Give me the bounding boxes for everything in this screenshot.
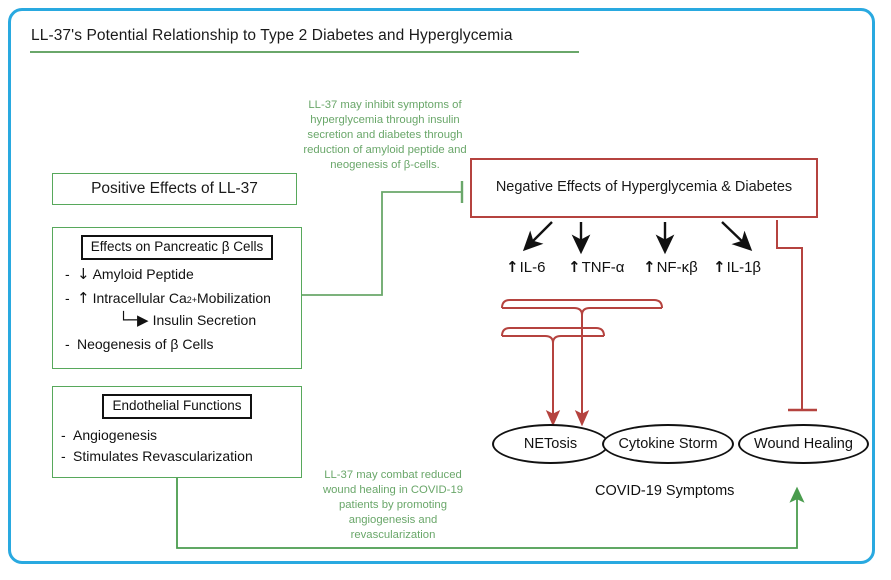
outcome-label: NETosis <box>523 436 578 452</box>
down-arrow-icon: ↓ <box>77 264 90 283</box>
up-arrow-icon: ↑ <box>77 288 90 307</box>
cytokine-il1-beta: ↑IL-1β <box>713 258 761 276</box>
covid-symptoms-caption: COVID-19 Symptoms <box>595 483 735 499</box>
list-item-label-suffix: Mobilization <box>197 289 271 306</box>
cytokine-tnf-alpha: ↑TNF-α <box>568 258 624 276</box>
endothelial-header-label: Endothelial Functions <box>102 394 252 419</box>
pancreatic-bullet-list: - ↓ Amyloid Peptide - ↑ Intracellular Ca… <box>53 264 301 351</box>
positive-effects-label: Positive Effects of LL-37 <box>91 180 258 197</box>
negative-effects-label: Negative Effects of Hyperglycemia & Diab… <box>495 179 793 196</box>
cytokine-label: IL-6 <box>519 259 546 276</box>
positive-effects-header-box: Positive Effects of LL-37 <box>52 173 297 205</box>
up-arrow-icon: ↑ <box>643 258 656 276</box>
bullet-dash: - <box>61 447 66 464</box>
up-arrow-icon: ↑ <box>713 258 726 276</box>
list-item-label: Stimulates Revascularization <box>73 447 253 464</box>
list-item-label: Neogenesis of β Cells <box>77 335 214 352</box>
list-item: - Angiogenesis <box>61 428 301 442</box>
negative-effects-box: Negative Effects of Hyperglycemia & Diab… <box>470 158 818 218</box>
cytokine-label: NF-κβ <box>656 259 698 276</box>
bullet-dash: - <box>61 426 66 443</box>
cytokine-label: IL-1β <box>726 259 762 276</box>
outcome-cytokine-storm: Cytokine Storm <box>602 424 734 464</box>
bullet-dash: - <box>65 265 70 282</box>
list-item: - Neogenesis of β Cells <box>65 337 301 351</box>
outer-frame <box>8 8 875 564</box>
outcome-netosis: NETosis <box>492 424 609 464</box>
title-underline <box>30 51 579 53</box>
page-title: LL-37's Potential Relationship to Type 2… <box>31 27 513 44</box>
endothelial-functions-box: Endothelial Functions - Angiogenesis - S… <box>52 386 302 478</box>
outcome-label: Wound Healing <box>754 436 853 452</box>
cytokine-label: TNF-α <box>581 259 625 276</box>
list-item-label: Amyloid Peptide <box>92 265 194 282</box>
bullet-dash: - <box>65 289 70 306</box>
endothelial-bullet-list: - Angiogenesis - Stimulates Revasculariz… <box>53 428 301 463</box>
list-item: - Stimulates Revascularization <box>61 449 301 463</box>
elbow-arrow-icon: └─▶ <box>119 310 149 329</box>
outcome-wound-healing: Wound Healing <box>738 424 869 464</box>
list-item: - ↓ Amyloid Peptide <box>65 264 301 283</box>
list-item-label: Intracellular Ca <box>92 289 187 306</box>
insulin-secretion-label: Insulin Secretion <box>152 311 257 328</box>
pancreatic-effects-box: Effects on Pancreatic β Cells - ↓ Amyloi… <box>52 227 302 369</box>
list-item-label: Angiogenesis <box>73 426 158 443</box>
outcome-label: Cytokine Storm <box>618 436 718 452</box>
calcium-superscript: 2+ <box>186 294 197 305</box>
up-arrow-icon: ↑ <box>506 258 519 276</box>
insulin-secretion-subitem: └─▶Insulin Secretion <box>119 310 301 329</box>
cytokine-nf-kb: ↑NF-κβ <box>643 258 698 276</box>
up-arrow-icon: ↑ <box>568 258 581 276</box>
pancreatic-header-label: Effects on Pancreatic β Cells <box>80 235 274 260</box>
cytokine-il6: ↑IL-6 <box>506 258 545 276</box>
note-top: LL-37 may inhibit symptoms of hyperglyce… <box>303 99 467 171</box>
note-bottom: LL-37 may combat reduced wound healing i… <box>322 469 464 541</box>
bullet-dash: - <box>65 335 70 352</box>
